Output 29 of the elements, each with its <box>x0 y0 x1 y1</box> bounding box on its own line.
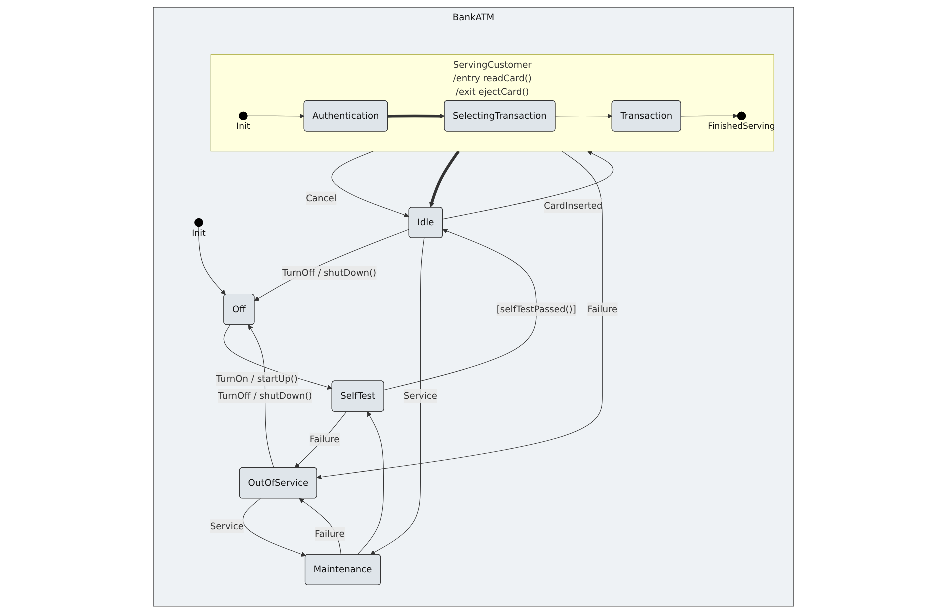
state-label: FinishedServing <box>708 121 776 132</box>
edge-label: Service <box>404 390 438 402</box>
arrow <box>388 114 445 119</box>
edge-label: Failure <box>314 528 345 540</box>
state-label: Init <box>192 228 206 238</box>
arrow <box>254 229 410 302</box>
state-label: Init <box>236 121 250 132</box>
arrow <box>332 151 410 218</box>
arrow <box>316 151 603 480</box>
edge-label: TurnOff / shutDown() <box>282 268 376 278</box>
edge-label: TurnOff / shutDown() <box>218 390 312 402</box>
arrow <box>442 151 614 220</box>
arrow <box>384 228 537 391</box>
edge-label: Service <box>210 520 244 532</box>
arrow <box>555 114 612 119</box>
edge-label: Failure <box>310 434 340 445</box>
arrow <box>198 226 226 296</box>
edge-label: Cancel <box>306 192 337 204</box>
arrow <box>357 412 384 556</box>
edge-label: Failure <box>587 304 618 315</box>
arrow <box>294 412 347 468</box>
arrow <box>370 238 424 556</box>
edge-label: TurnOn / startUp() <box>216 374 298 384</box>
arrow <box>242 498 306 557</box>
arrow <box>680 114 738 119</box>
arrow <box>246 114 304 119</box>
arrow <box>429 150 460 208</box>
edge-label: CardInserted <box>544 200 603 212</box>
edge-label: [selfTestPassed()] <box>496 304 576 315</box>
